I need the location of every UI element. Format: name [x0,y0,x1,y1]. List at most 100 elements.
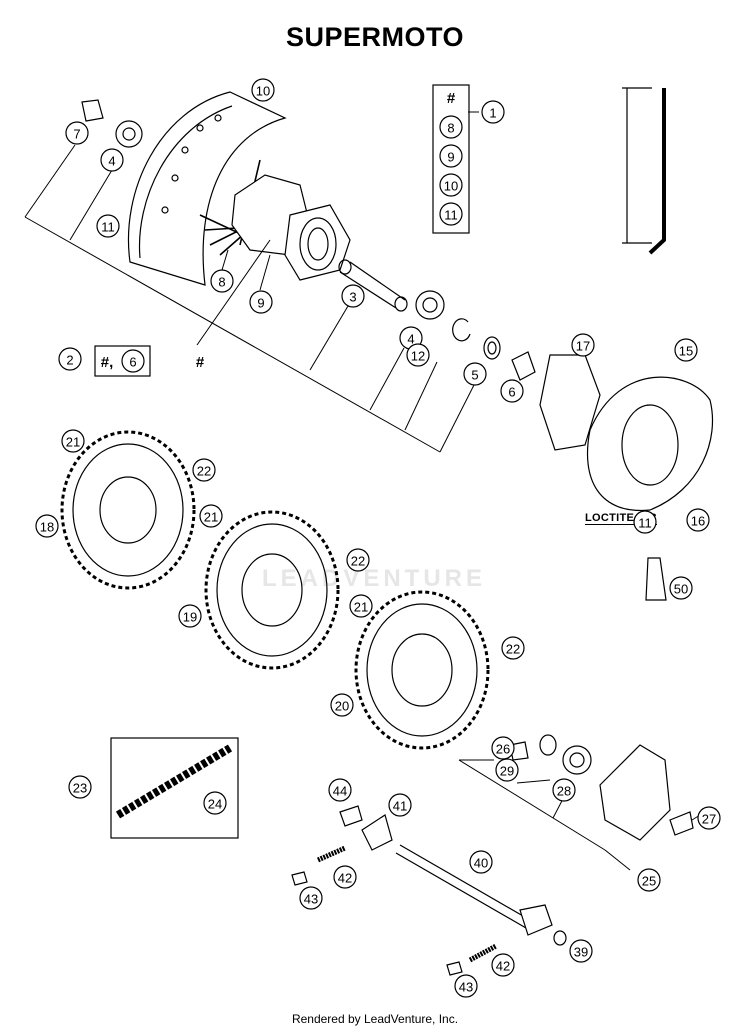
cap-39 [553,930,567,946]
callout-10: 10 [251,78,275,102]
callout-22: 22 [346,548,370,572]
sprocket-carrier [509,734,694,841]
callout-23: 23 [68,775,92,799]
callout-18: 18 [35,514,59,538]
callout-label: 22 [351,554,365,569]
spacer-tube [338,259,408,312]
callout-42: 42 [333,865,357,889]
hub-hash-marker: # [196,354,205,371]
callout-label: 27 [702,812,716,827]
callout-label: 24 [208,797,222,812]
callout-2: 2 [58,347,82,371]
callout-label: 42 [338,871,352,886]
callout-label: 4 [407,332,414,347]
watermark: LEADVENTURE [262,565,487,592]
callout-label: 5 [471,368,478,383]
callout-11: 11 [96,214,120,238]
sprocket-19 [204,510,340,670]
callout-42: 42 [491,953,515,977]
callout-8: 8 [210,269,234,293]
callout-43: 43 [454,974,478,998]
callout-label: 25 [642,874,656,889]
callout-label: 22 [197,464,211,479]
bearing-left [115,120,143,148]
callout-label: 21 [354,600,368,615]
callout-43: 43 [299,886,323,910]
callout-6: 6 [500,379,524,403]
callout-15: 15 [674,338,698,362]
callout-28: 28 [552,778,576,802]
screw-42a [316,845,347,863]
callout-label: 2 [66,353,73,368]
callout-label: 29 [500,764,514,779]
bearing-right [415,290,445,320]
svg-text:9: 9 [447,150,454,165]
page-title: SUPERMOTO [285,22,465,52]
callout-label: 1 [489,106,496,121]
screw-42b [468,943,498,963]
callout-26: 26 [491,736,515,760]
callout-label: 8 [218,275,225,290]
wheel-rim [127,91,287,286]
callout-label: 22 [506,642,520,657]
brake-disc [586,376,714,512]
callout-label: 41 [393,799,407,814]
callout-27: 27 [697,806,721,830]
callout-label: 21 [204,510,218,525]
spoke-dimension [622,87,666,255]
callout-label: 12 [411,349,425,364]
callout-label: 43 [459,980,473,995]
loctite-bottle [645,557,667,601]
callout-label: 42 [496,959,510,974]
seal-left [81,99,104,122]
callout-21: 21 [61,429,85,453]
kit-box2-item: 6 [121,349,145,373]
callout-19: 19 [178,604,202,628]
callout-label: 39 [574,945,588,960]
callout-label: 4 [108,154,115,169]
kit-box2-hash: #, [101,354,114,371]
callout-label: 6 [508,385,515,400]
callout-44: 44 [328,778,352,802]
kit-box-item: 11 [439,202,463,226]
callout-5: 5 [463,362,487,386]
nut-43a [291,871,308,886]
nut-43b [446,961,463,976]
callout-3: 3 [341,284,365,308]
callout-label: 26 [496,742,510,757]
callout-label: 16 [691,514,705,529]
callout-label: 15 [679,344,693,359]
footer-credit: Rendered by LeadVenture, Inc. [291,1012,459,1026]
callout-17: 17 [571,333,595,357]
nut-44 [339,805,363,827]
svg-text:10: 10 [444,179,458,194]
callout-label: 11 [101,220,115,235]
callout-label: 10 [256,84,270,99]
callout-41: 41 [388,793,412,817]
sprocket-20 [354,590,490,750]
kit-box-item: 9 [439,144,463,168]
callout-label: 23 [73,781,87,796]
callout-label: 50 [674,582,688,597]
svg-text:6: 6 [129,355,136,370]
svg-text:8: 8 [447,121,454,136]
kit-box-2 [94,345,151,377]
callout-39: 39 [569,939,593,963]
seal-right [483,336,501,360]
circlip [452,318,471,342]
callout-label: 20 [335,699,349,714]
callout-25: 25 [637,868,661,892]
callout-22: 22 [501,636,525,660]
sprocket-18 [60,430,196,590]
callout-11: 11 [633,510,657,534]
wheel-hub [231,174,351,281]
callout-22: 22 [192,458,216,482]
kit-box [432,84,470,234]
callout-label: 43 [304,892,318,907]
callout-label: 28 [557,784,571,799]
callout-label: 21 [66,435,80,450]
callout-label: 11 [638,516,652,531]
callout-label: 18 [40,520,54,535]
